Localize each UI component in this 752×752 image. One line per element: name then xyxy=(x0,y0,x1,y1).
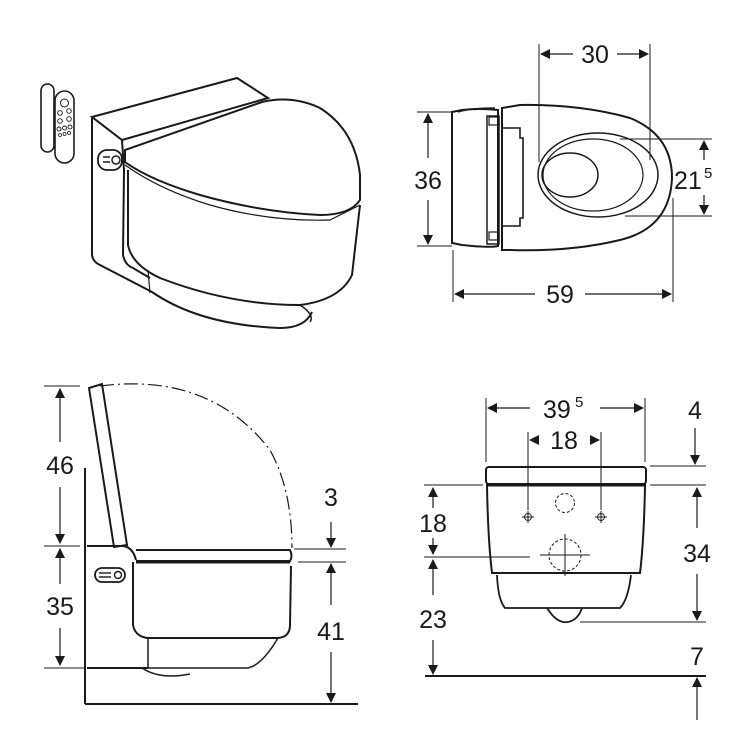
top-view: 30 36 21 5 59 xyxy=(414,41,712,309)
dim-bowl-opening-sup: 5 xyxy=(704,165,712,182)
remote-control-icon xyxy=(40,83,75,164)
side-view: 46 35 3 41 xyxy=(44,382,358,705)
dim-total-width-sup: 5 xyxy=(575,394,583,411)
dim-seat-to-floor: 41 xyxy=(317,618,345,646)
dim-total-width: 39 xyxy=(543,396,571,424)
dim-lid-height: 46 xyxy=(46,452,74,480)
front-view: 39 5 18 4 18 23 34 7 xyxy=(419,394,711,720)
fixing-point-left-icon xyxy=(522,511,534,523)
fixing-point-right-icon xyxy=(595,511,607,523)
dim-lower-height: 23 xyxy=(419,606,447,634)
dim-fixing-spacing: 18 xyxy=(550,427,578,455)
dim-upper-height: 18 xyxy=(419,510,447,538)
dim-body-height-front: 34 xyxy=(683,540,711,568)
dim-body-height: 35 xyxy=(46,593,74,621)
dim-floor-gap: 7 xyxy=(690,643,704,671)
dim-lid-gap: 4 xyxy=(688,397,702,425)
dim-seat-opening-width: 30 xyxy=(581,41,609,69)
dim-seat-thickness: 3 xyxy=(324,484,338,512)
dim-bowl-opening: 21 xyxy=(674,167,702,195)
perspective-view xyxy=(40,76,361,330)
control-panel-icon xyxy=(94,567,126,583)
dim-total-length: 59 xyxy=(546,281,574,309)
toilet-perspective xyxy=(89,76,361,330)
dim-depth-width: 36 xyxy=(414,167,442,195)
